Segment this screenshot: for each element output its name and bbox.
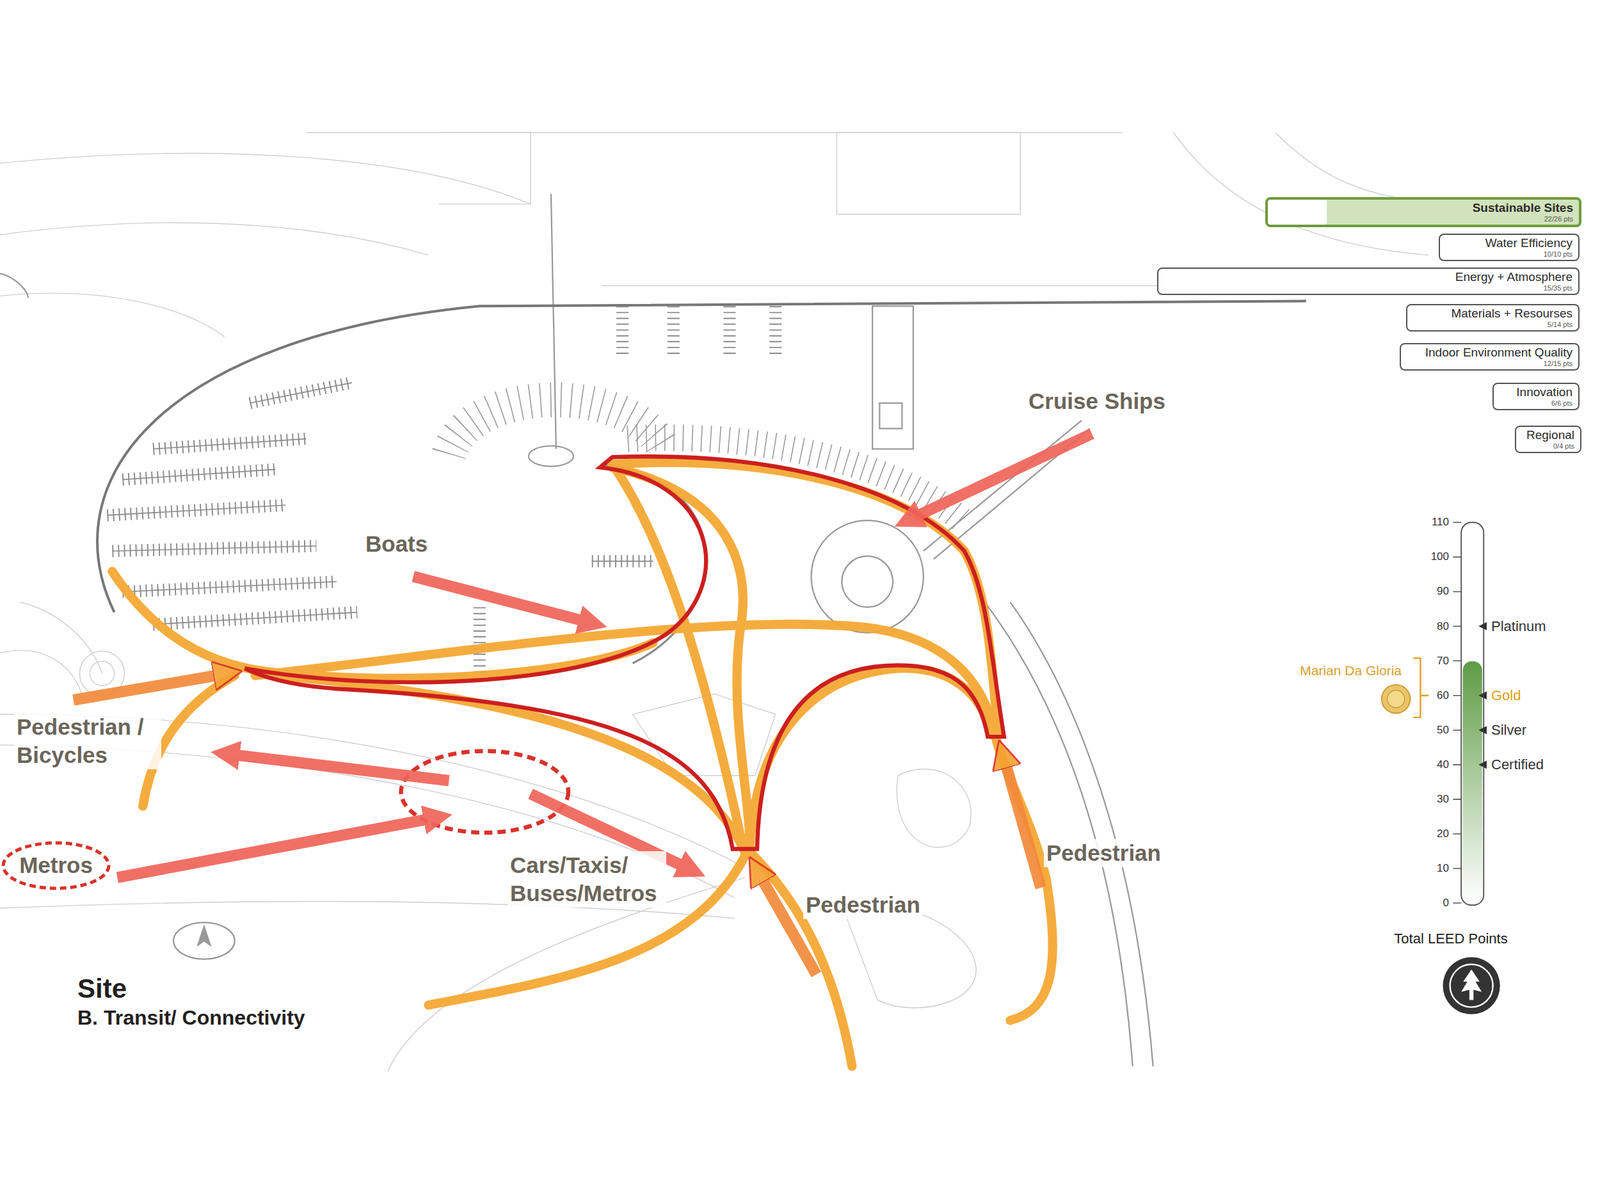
score-box: Materials + Resourses5/14 pts bbox=[1406, 304, 1580, 332]
score-box: Regional0/4 pts bbox=[1514, 425, 1582, 454]
points-text: 12/15 pts bbox=[1409, 359, 1573, 368]
ellipse-shape bbox=[3, 842, 109, 889]
label: Certified bbox=[1491, 756, 1544, 773]
label: Silver bbox=[1491, 721, 1527, 738]
label: 110 bbox=[1431, 515, 1449, 529]
label: Platinum bbox=[1491, 618, 1547, 635]
points-text: 15/35 pts bbox=[1167, 284, 1573, 292]
map-label: Cars/Taxis/ Buses/Metros bbox=[507, 851, 667, 908]
sheet-title: Site bbox=[77, 973, 127, 1005]
map-label: Pedestrian bbox=[803, 890, 923, 920]
score-box: Sustainable Sites22/26 pts bbox=[1265, 197, 1582, 228]
category-name: Materials + Resourses bbox=[1416, 307, 1573, 321]
score-box: Innovation6/6 pts bbox=[1492, 382, 1580, 411]
label: Marian Da Gloria bbox=[1299, 663, 1402, 679]
map-label: Pedestrian / Bicycles bbox=[14, 712, 162, 770]
map-label: Boats bbox=[362, 529, 431, 559]
label: 80 bbox=[1436, 620, 1449, 633]
category-name: Energy + Atmosphere bbox=[1167, 270, 1573, 285]
label: 10 bbox=[1436, 862, 1449, 875]
points-text: 6/6 pts bbox=[1502, 399, 1573, 408]
map-label: Cruise Ships bbox=[1025, 387, 1168, 416]
label: 20 bbox=[1436, 827, 1449, 841]
category-name: Innovation bbox=[1502, 385, 1573, 400]
label: Gold bbox=[1491, 687, 1521, 704]
label: 40 bbox=[1436, 758, 1449, 772]
category-name: Regional bbox=[1525, 428, 1575, 443]
label: Total LEED Points bbox=[1393, 930, 1508, 947]
label: 70 bbox=[1436, 654, 1449, 668]
label: 90 bbox=[1436, 584, 1449, 598]
label: 30 bbox=[1436, 792, 1449, 806]
score-box: Indoor Environment Quality12/15 pts bbox=[1399, 343, 1580, 371]
label: 60 bbox=[1436, 689, 1449, 703]
label: 50 bbox=[1436, 723, 1449, 737]
category-name: Indoor Environment Quality bbox=[1409, 346, 1573, 360]
label: 0 bbox=[1443, 896, 1449, 910]
label: 100 bbox=[1431, 550, 1449, 564]
map-label: Pedestrian bbox=[1043, 839, 1164, 868]
node-text: Metros bbox=[19, 852, 93, 879]
points-text: 5/14 pts bbox=[1416, 320, 1573, 329]
score-box: Water Efficiency10/10 pts bbox=[1438, 233, 1580, 262]
category-name: Water Efficiency bbox=[1448, 236, 1573, 251]
points-text: 10/10 pts bbox=[1448, 250, 1573, 258]
score-box: Energy + Atmosphere15/35 pts bbox=[1157, 267, 1580, 296]
points-text: 22/26 pts bbox=[1276, 215, 1574, 223]
points-text: 0/4 pts bbox=[1525, 442, 1575, 450]
category-name: Sustainable Sites bbox=[1276, 201, 1574, 216]
label: B. Transit/ Connectivity bbox=[77, 1006, 306, 1030]
dashed-ellipse: Metros bbox=[1, 840, 111, 891]
